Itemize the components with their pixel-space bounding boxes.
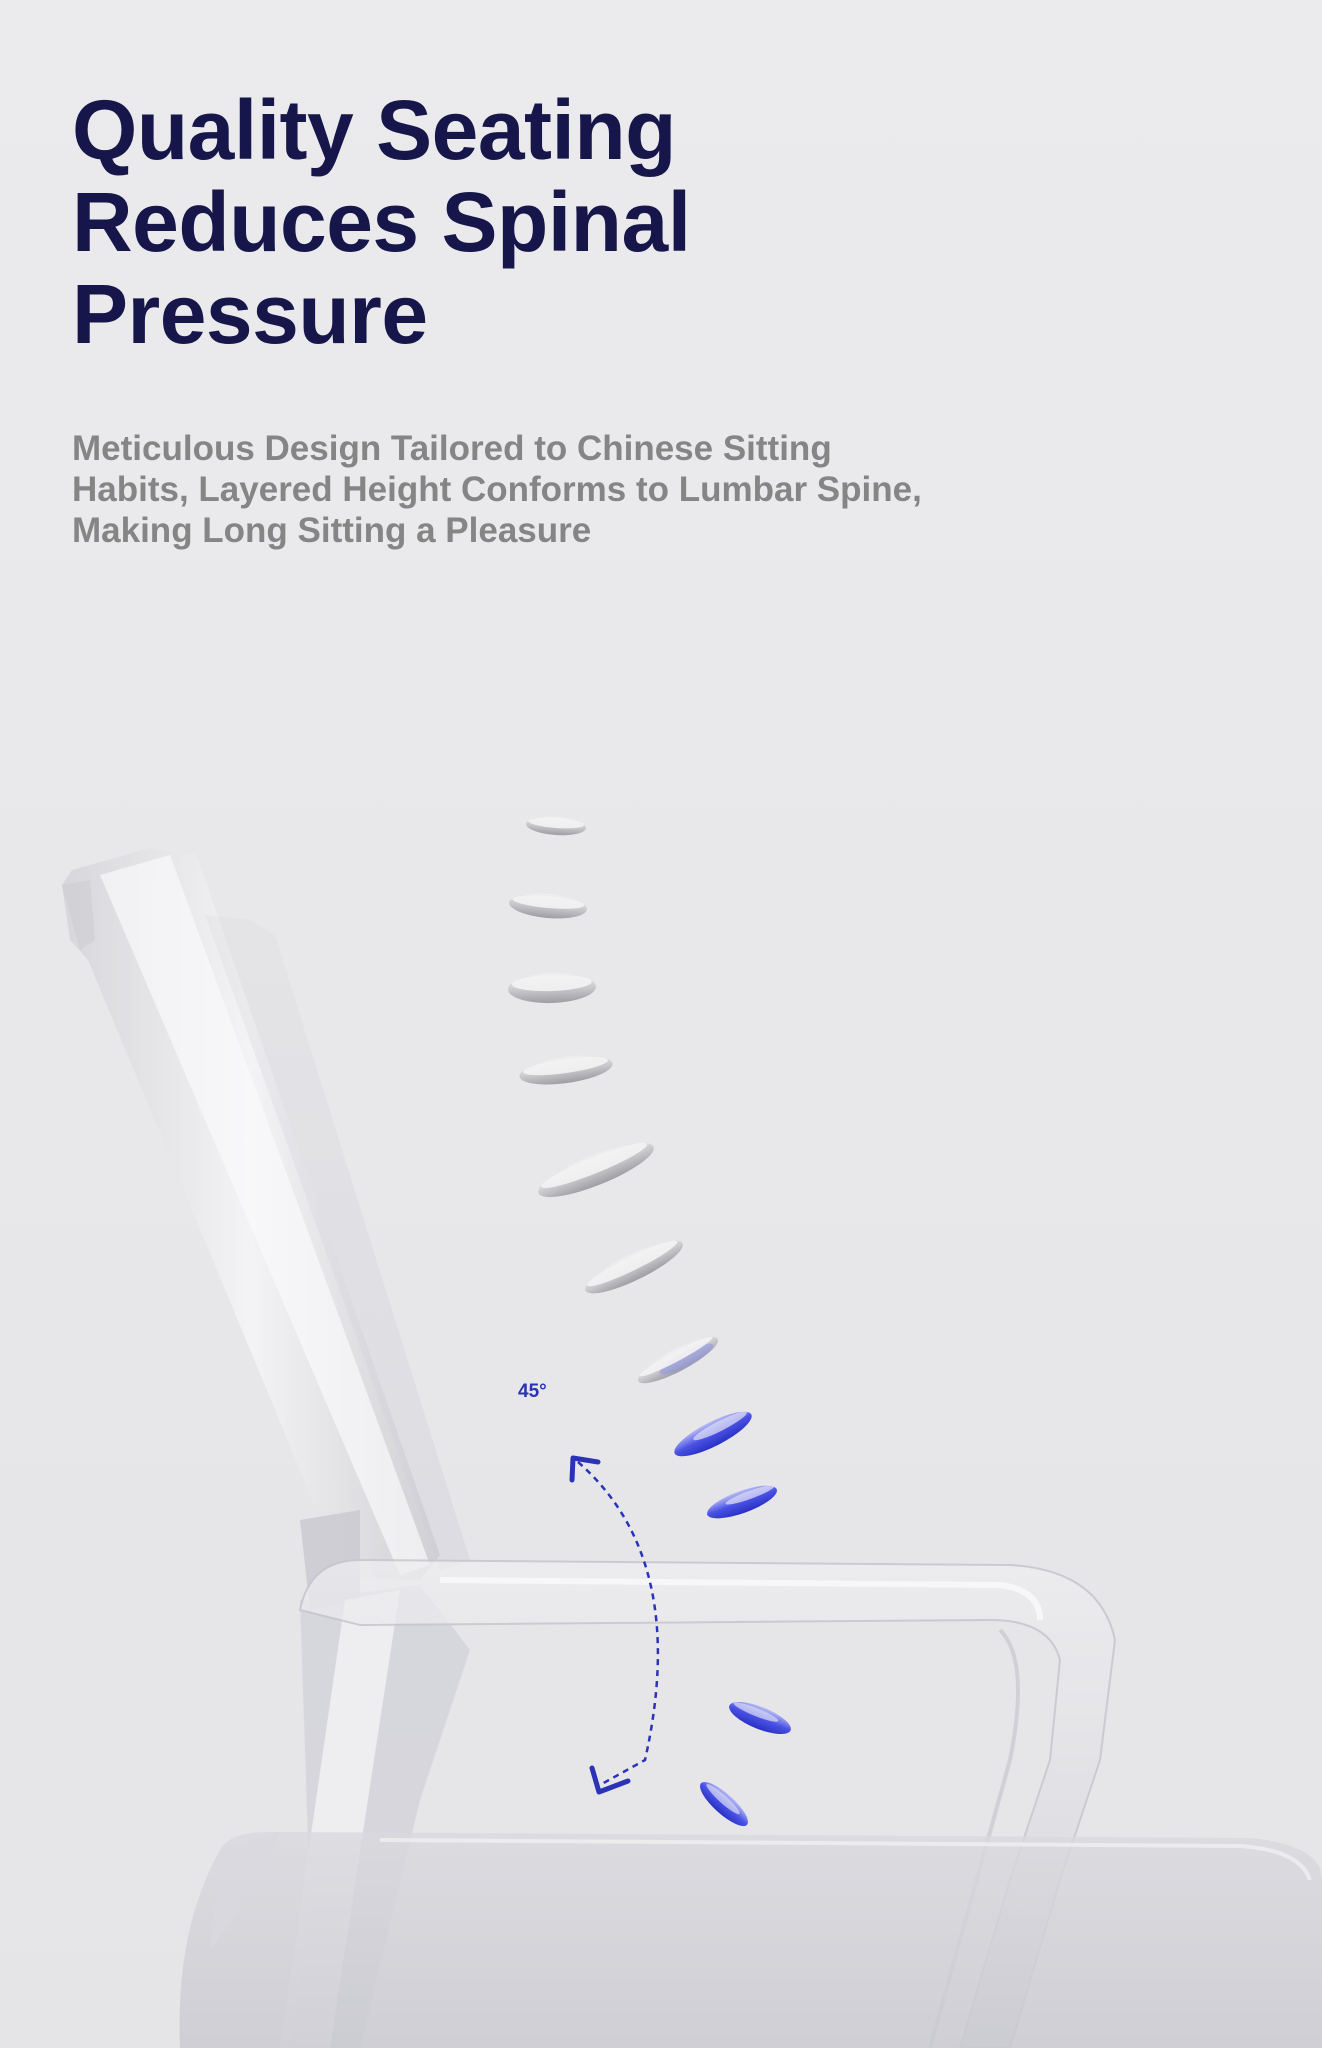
recline-angle-arrow — [569, 1455, 660, 1795]
vertebra-blue — [729, 1701, 791, 1735]
headline-line-3: Pressure — [72, 267, 428, 361]
vertebra-gray — [585, 1240, 683, 1294]
vertebra-gray — [526, 816, 586, 836]
vertebra-blue — [707, 1485, 777, 1519]
subheadline-line-2: Habits, Layered Height Conforms to Lumba… — [72, 470, 922, 509]
headline-line-2: Reduces Spinal — [72, 175, 691, 269]
headline-line-1: Quality Seating — [72, 83, 676, 177]
vertebra-gray — [508, 972, 596, 1004]
subheadline-line-3: Making Long Sitting a Pleasure — [72, 511, 592, 550]
vertebra-blue — [700, 1781, 748, 1827]
angle-label: 45° — [518, 1381, 547, 1402]
subheadline-line-1: Meticulous Design Tailored to Chinese Si… — [72, 429, 832, 468]
subheadline: Meticulous Design Tailored to Chinese Si… — [72, 428, 1052, 551]
vertebra-gray-fading — [637, 1336, 719, 1384]
vertebra-gray — [509, 893, 587, 919]
vertebra-gray — [538, 1142, 654, 1198]
spine-vertebrae — [508, 816, 791, 1827]
headline: Quality Seating Reduces Spinal Pressure — [72, 84, 972, 360]
vertebra-gray — [519, 1055, 613, 1085]
vertebra-blue — [674, 1411, 752, 1457]
armrest — [298, 1558, 1117, 2048]
chair-seat — [179, 1831, 1322, 2048]
chair-back — [62, 848, 470, 1580]
